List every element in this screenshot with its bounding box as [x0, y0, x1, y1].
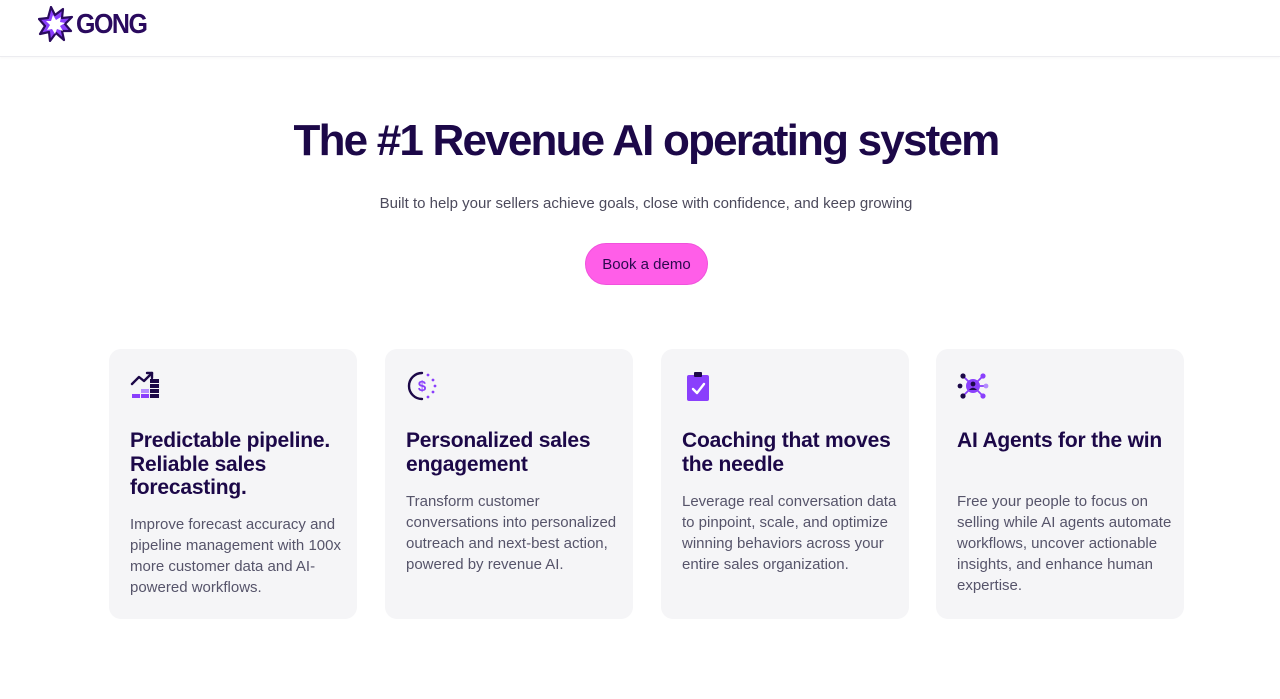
feature-description: Free your people to focus on selling whi…	[957, 493, 1172, 594]
feature-title: AI Agents for the win	[957, 429, 1163, 452]
dollar-cycle-icon: $	[406, 370, 438, 402]
feature-title: Coaching that moves the needle	[682, 429, 891, 476]
pipeline-chart-icon	[130, 370, 162, 402]
top-navbar: GONG	[0, 0, 1280, 57]
clipboard-check-icon	[682, 370, 714, 402]
gong-logo[interactable]: GONG	[38, 6, 148, 42]
feature-card-pipeline: Predictable pipeline. Reliable sales for…	[109, 349, 357, 619]
feature-card-engagement: $ Personalized sales engagement Transfor…	[385, 349, 633, 619]
feature-description: Transform customer conversations into pe…	[406, 493, 617, 573]
feature-card-coaching: Coaching that moves the needle Leverage …	[661, 349, 909, 619]
ai-agent-network-icon	[957, 370, 989, 402]
starburst-logo-icon	[38, 6, 74, 42]
feature-card-ai-agents: AI Agents for the win Free your people t…	[936, 349, 1184, 619]
feature-description: Leverage real conversation data to pinpo…	[682, 493, 897, 573]
feature-title: Personalized sales engagement	[406, 429, 591, 476]
logo-wordmark: GONG	[76, 7, 148, 40]
svg-text:$: $	[418, 378, 427, 395]
hero-title: The #1 Revenue AI operating system	[293, 116, 1001, 165]
book-demo-button[interactable]: Book a demo	[585, 243, 708, 285]
hero-subtitle: Built to help your sellers achieve goals…	[379, 195, 913, 212]
feature-description: Improve forecast accuracy and pipeline m…	[130, 516, 341, 596]
feature-title: Predictable pipeline. Reliable sales for…	[130, 429, 331, 499]
